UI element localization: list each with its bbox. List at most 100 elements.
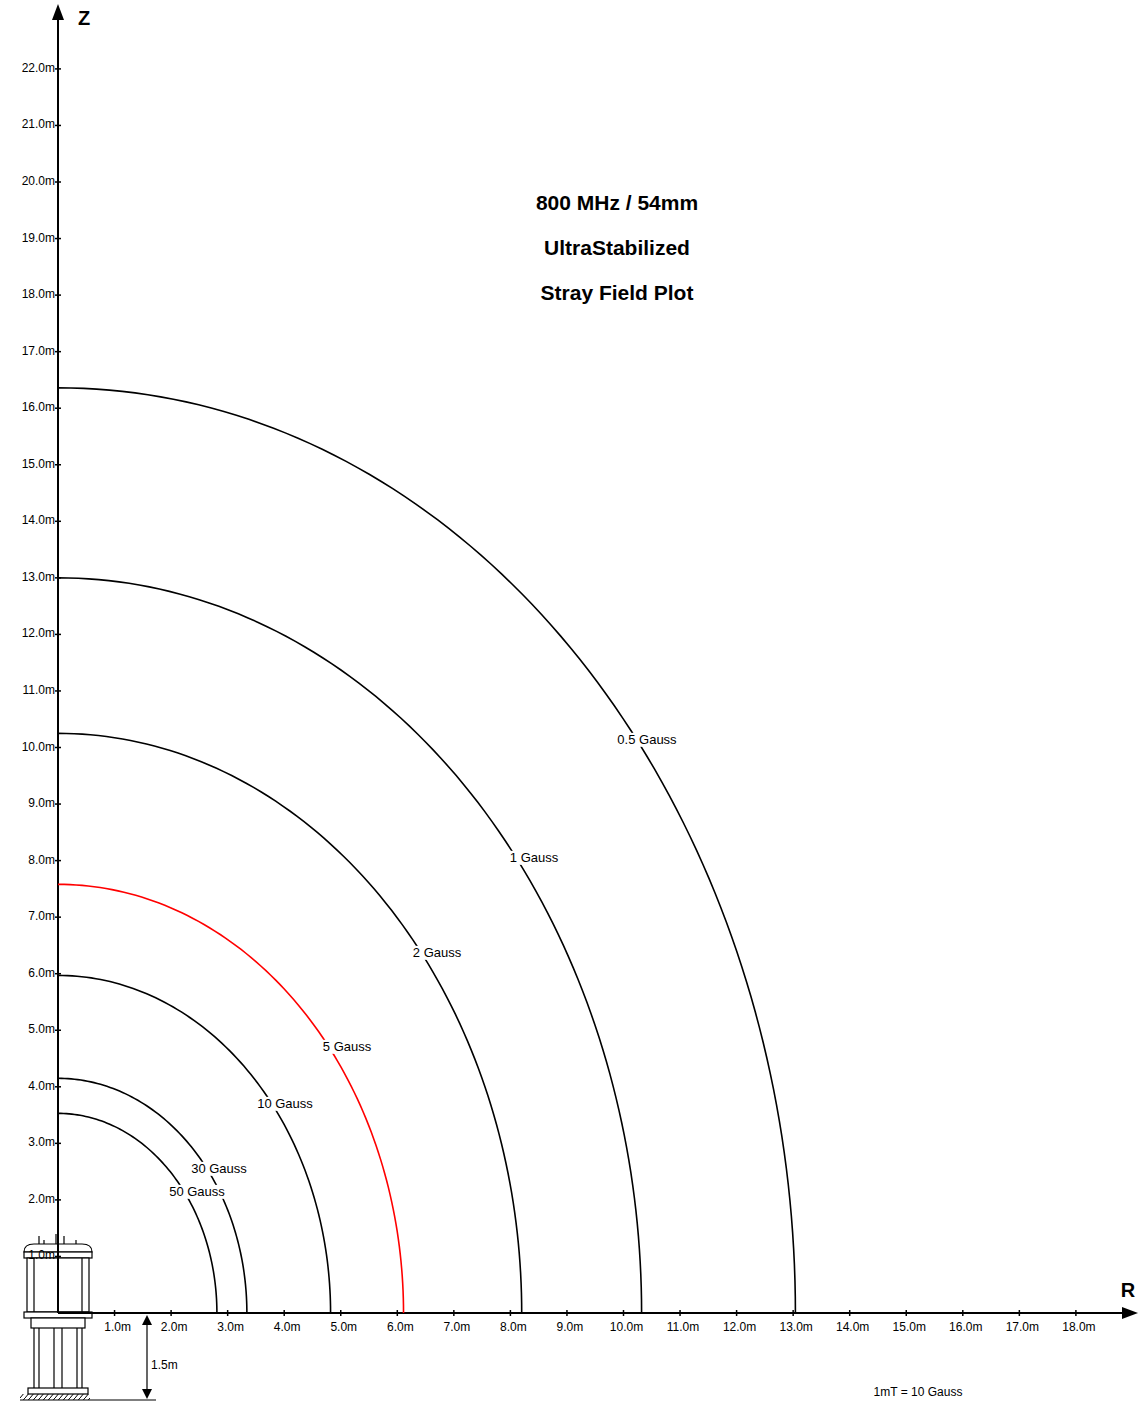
contour-label: 30 Gauss	[189, 1162, 249, 1176]
tick-label: 2.0m	[28, 1193, 55, 1206]
tick-label: 21.0m	[22, 119, 55, 132]
r-axis	[58, 1312, 1125, 1314]
tick-mark	[55, 294, 61, 296]
tick-mark	[55, 1256, 61, 1258]
field-contour	[58, 388, 795, 1313]
contour-label: 0.5 Gauss	[615, 733, 678, 747]
tick-mark	[849, 1310, 851, 1316]
tick-label: 3.0m	[217, 1321, 244, 1334]
tick-label: 9.0m	[28, 797, 55, 810]
tick-label: 13.0m	[779, 1321, 812, 1334]
tick-label: 19.0m	[22, 232, 55, 245]
tick-label: 11.0m	[667, 1321, 699, 1334]
tick-mark	[55, 803, 61, 805]
tick-mark	[679, 1310, 681, 1316]
field-contour	[58, 884, 404, 1313]
tick-mark	[736, 1310, 738, 1316]
tick-mark	[340, 1310, 342, 1316]
tick-label: 1.0m	[28, 1250, 55, 1263]
contour-lines	[58, 388, 795, 1313]
tick-mark	[55, 690, 61, 692]
tick-label: 6.0m	[28, 967, 55, 980]
tick-mark	[170, 1310, 172, 1316]
tick-mark	[55, 1199, 61, 1201]
tick-label: 10.0m	[22, 741, 55, 754]
tick-label: 12.0m	[723, 1321, 756, 1334]
contour-label: 1 Gauss	[508, 851, 560, 865]
tick-mark	[453, 1310, 455, 1316]
tick-mark	[55, 916, 61, 918]
tick-mark	[55, 238, 61, 240]
tick-mark	[55, 973, 61, 975]
tick-mark	[227, 1310, 229, 1316]
tick-mark	[55, 351, 61, 353]
axis-label: R	[1121, 1279, 1135, 1301]
tick-label: 17.0m	[1006, 1321, 1039, 1334]
tick-label: 6.0m	[387, 1321, 414, 1334]
z-axis-arrow	[52, 4, 64, 20]
tick-label: 5.0m	[330, 1321, 357, 1334]
tick-mark	[55, 407, 61, 409]
tick-mark	[55, 1143, 61, 1145]
tick-label: 4.0m	[28, 1080, 55, 1093]
unit-note: 1mT = 10 Gauss	[874, 1386, 963, 1399]
tick-mark	[510, 1310, 512, 1316]
tick-label: 14.0m	[836, 1321, 869, 1334]
tick-label: 2.0m	[161, 1321, 188, 1334]
tick-mark	[397, 1310, 399, 1316]
chart-title: 800 MHz / 54mm UltraStabilized Stray Fie…	[526, 180, 708, 315]
tick-mark	[55, 747, 61, 749]
contour-label: 2 Gauss	[411, 946, 463, 960]
axes	[52, 4, 1138, 1319]
magnet-illustration	[20, 1234, 156, 1400]
tick-label: 15.0m	[22, 458, 55, 471]
z-axis	[57, 16, 59, 1313]
axis-label: Z	[78, 7, 90, 29]
field-contour	[58, 733, 522, 1313]
field-contour	[58, 975, 331, 1313]
tick-label: 7.0m	[444, 1321, 471, 1334]
tick-mark	[55, 125, 61, 127]
tick-label: 16.0m	[22, 402, 55, 415]
tick-mark	[55, 521, 61, 523]
tick-label: 20.0m	[22, 175, 55, 188]
tick-label: 10.0m	[610, 1321, 643, 1334]
tick-mark	[55, 1030, 61, 1032]
tick-mark	[55, 860, 61, 862]
tick-label: 4.0m	[274, 1321, 301, 1334]
tick-label: 18.0m	[1062, 1321, 1095, 1334]
tick-label: 1.0m	[104, 1321, 131, 1334]
dimension-label: 1.5m	[151, 1359, 178, 1372]
field-contour	[58, 1113, 217, 1313]
tick-mark	[55, 68, 61, 70]
field-contour	[58, 1078, 247, 1313]
tick-label: 3.0m	[28, 1137, 55, 1150]
tick-mark	[1019, 1310, 1021, 1316]
tick-mark	[55, 464, 61, 466]
height-dimension	[142, 1315, 152, 1399]
tick-mark	[906, 1310, 908, 1316]
tick-label: 15.0m	[893, 1321, 926, 1334]
tick-label: 11.0m	[23, 684, 55, 697]
tick-label: 12.0m	[22, 628, 55, 641]
tick-label: 13.0m	[22, 571, 55, 584]
contour-label: 10 Gauss	[255, 1097, 315, 1111]
tick-label: 8.0m	[28, 854, 55, 867]
tick-label: 5.0m	[28, 1024, 55, 1037]
tick-label: 9.0m	[557, 1321, 584, 1334]
tick-mark	[792, 1310, 794, 1316]
tick-mark	[114, 1310, 116, 1316]
tick-label: 7.0m	[28, 911, 55, 924]
tick-label: 14.0m	[22, 515, 55, 528]
tick-mark	[623, 1310, 625, 1316]
tick-label: 18.0m	[22, 289, 55, 302]
field-contour	[58, 578, 642, 1313]
tick-mark	[283, 1310, 285, 1316]
tick-mark	[55, 634, 61, 636]
tick-label: 17.0m	[22, 345, 55, 358]
r-axis-arrow	[1122, 1307, 1138, 1319]
contour-label: 5 Gauss	[321, 1040, 373, 1054]
tick-label: 8.0m	[500, 1321, 527, 1334]
tick-label: 22.0m	[22, 62, 55, 75]
